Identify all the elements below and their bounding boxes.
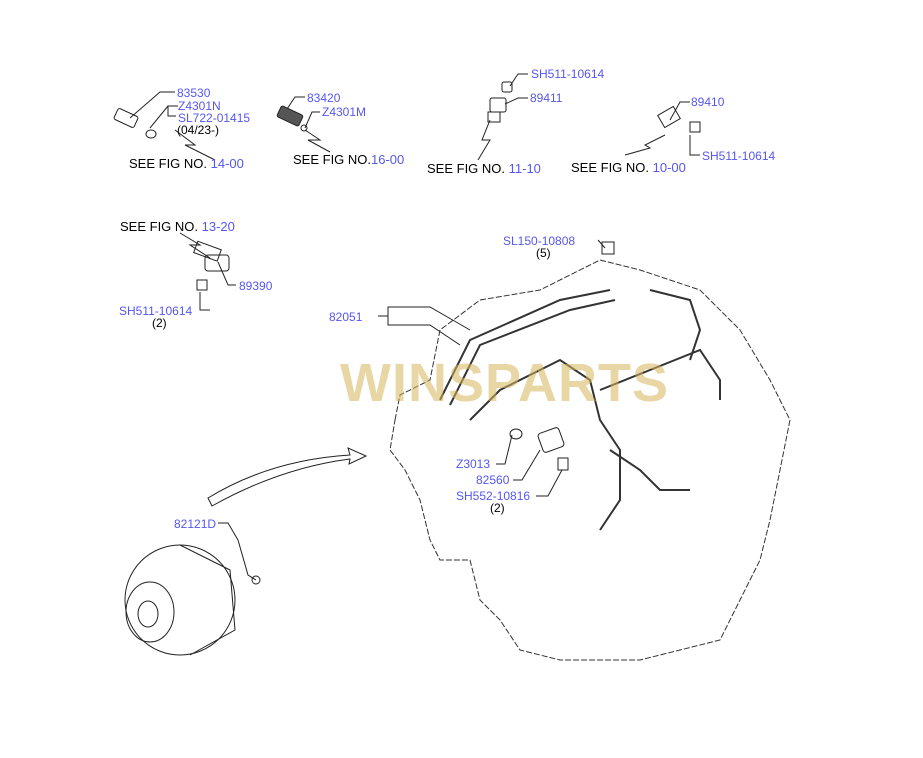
- part-label-89410[interactable]: 89410: [691, 95, 725, 109]
- part-label-83530[interactable]: 83530: [177, 86, 211, 100]
- see-fig-text: SEE FIG NO.: [571, 160, 653, 175]
- fig-link[interactable]: 13-20: [201, 219, 235, 234]
- part-label-89411[interactable]: 89411: [530, 91, 563, 105]
- see-fig-reference: SEE FIG NO. 11-10: [427, 161, 541, 176]
- part-quantity: (5): [536, 246, 551, 260]
- wiring-harness: [439, 289, 721, 531]
- fig-link[interactable]: 10-00: [652, 160, 686, 175]
- fig-link[interactable]: 11-10: [508, 161, 541, 176]
- part-label-sl722-01415[interactable]: SL722-01415: [178, 111, 251, 125]
- see-fig-reference: SEE FIG NO. 13-20: [120, 219, 235, 234]
- part-label-sh511-10614[interactable]: SH511-10614: [702, 149, 776, 163]
- part-label-sh552-10816[interactable]: SH552-10816: [456, 489, 531, 503]
- part-label-82560[interactable]: 82560: [476, 473, 510, 487]
- part-label-82051[interactable]: 82051: [329, 310, 363, 324]
- part-quantity: (2): [490, 501, 505, 515]
- sensor-parts: [113, 81, 701, 471]
- see-fig-text: SEE FIG NO.: [427, 161, 509, 176]
- part-label-82121d[interactable]: 82121D: [174, 517, 217, 531]
- alternator: [124, 539, 261, 656]
- fig-link[interactable]: 16-00: [371, 152, 405, 167]
- part-label-z3013[interactable]: Z3013: [456, 457, 491, 471]
- leader-lines: [129, 73, 700, 541]
- watermark: WINSPARTS: [340, 353, 669, 413]
- see-fig-text: SEE FIG NO.: [293, 152, 372, 167]
- part-note: (04/23-): [177, 123, 220, 137]
- part-quantity: (2): [152, 316, 167, 330]
- see-fig-text: SEE FIG NO.: [120, 219, 202, 234]
- part-label-83420[interactable]: 83420: [307, 91, 341, 105]
- part-label-sh511-10614[interactable]: SH511-10614: [119, 304, 193, 318]
- see-fig-reference: SEE FIG NO. 10-00: [571, 160, 686, 175]
- reference-zigzags: [174, 119, 666, 259]
- part-label-z4301m[interactable]: Z4301M: [322, 105, 367, 119]
- part-label-sl150-10808[interactable]: SL150-10808: [503, 234, 576, 248]
- direction-arrow: [207, 447, 368, 507]
- part-label-sh511-10614[interactable]: SH511-10614: [531, 67, 605, 81]
- fig-link[interactable]: 14-00: [210, 156, 244, 171]
- part-label-z4301n[interactable]: Z4301N: [178, 99, 221, 113]
- see-fig-reference: SEE FIG NO. 14-00: [129, 156, 244, 171]
- see-fig-reference: SEE FIG NO.16-00: [293, 152, 404, 167]
- engine-outline: [389, 259, 791, 661]
- part-label-89390[interactable]: 89390: [239, 279, 273, 293]
- see-fig-text: SEE FIG NO.: [129, 156, 211, 171]
